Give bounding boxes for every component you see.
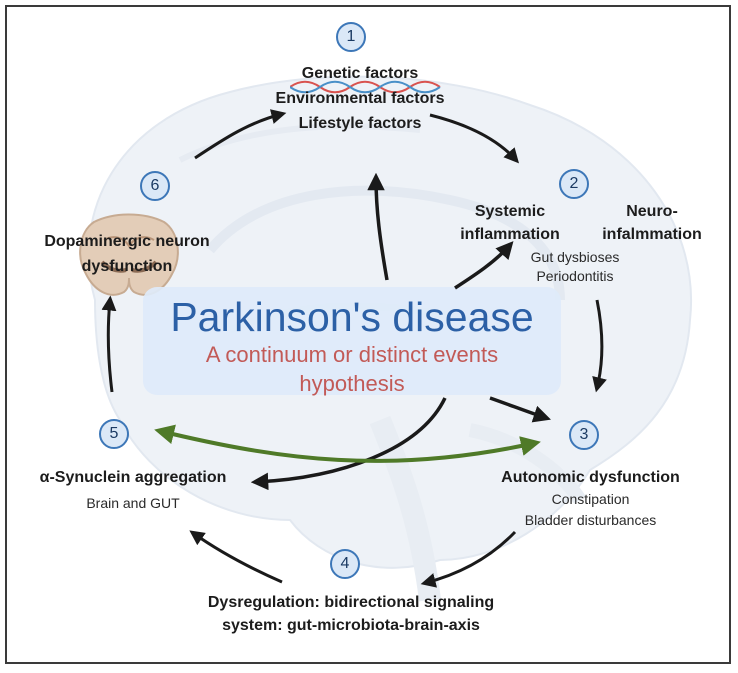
node-2-title-a-line1: Systemic <box>474 203 546 220</box>
central-subtitle-line2: hypothesis <box>299 371 405 396</box>
node-2-title-b-line1: Neuro- <box>626 203 678 220</box>
arrow-bidirectional-5-3 <box>154 424 541 463</box>
node-4-line1: Dysregulation: bidirectional signaling <box>207 594 495 611</box>
node-4-badge: 4 <box>330 549 360 579</box>
node-4-line2: system: gut-microbiota-brain-axis <box>222 617 480 634</box>
central-box <box>143 287 561 395</box>
central-title: Parkinson's disease <box>170 294 534 340</box>
node-5-badge: 5 <box>99 419 129 449</box>
node-2-title-a-line2: inflammation <box>460 226 560 243</box>
arrow-center-to-5 <box>250 397 447 491</box>
node-2-detail-1: Gut dysbioses <box>530 249 620 265</box>
node-3-detail-1: Constipation <box>551 491 630 507</box>
node-1-line2: Environmental factors <box>275 90 445 107</box>
arrow-6-to-1 <box>194 109 287 160</box>
midbrain-section-icon <box>79 213 179 296</box>
node-1-line1: Genetic factors <box>301 65 419 82</box>
figure-border <box>5 5 731 664</box>
arrow-5-to-6 <box>101 295 117 393</box>
node-3-badge: 3 <box>569 420 599 450</box>
node-6-line1: Dopaminergic neuron <box>44 233 210 250</box>
arrow-1-to-2 <box>429 113 520 164</box>
node-2-detail-2: Periodontitis <box>536 268 614 284</box>
node-2-title-b-line2: infalmmation <box>602 226 702 243</box>
arrow-4-to-5 <box>189 530 283 584</box>
arrow-3-to-4 <box>420 530 517 588</box>
node-6-badge: 6 <box>140 171 170 201</box>
node-3-title: Autonomic dysfunction <box>501 469 680 486</box>
node-6-line2: dysfunction <box>81 258 173 275</box>
arrow-center-to-3 <box>489 396 551 423</box>
dna-strand-icon <box>290 80 441 94</box>
node-1-badge: 1 <box>336 22 366 52</box>
node-5-detail-1: Brain and GUT <box>86 495 180 511</box>
node-5-title: α-Synuclein aggregation <box>39 469 227 486</box>
central-subtitle-line1: A continuum or distinct events <box>205 342 499 367</box>
node-1-line3: Lifestyle factors <box>298 115 422 132</box>
arrow-2-to-3 <box>592 299 607 393</box>
arrow-center-to-2 <box>454 241 514 290</box>
node-2-badge: 2 <box>559 169 589 199</box>
node-3-detail-2: Bladder disturbances <box>524 512 657 528</box>
arrow-center-to-1 <box>367 172 389 281</box>
